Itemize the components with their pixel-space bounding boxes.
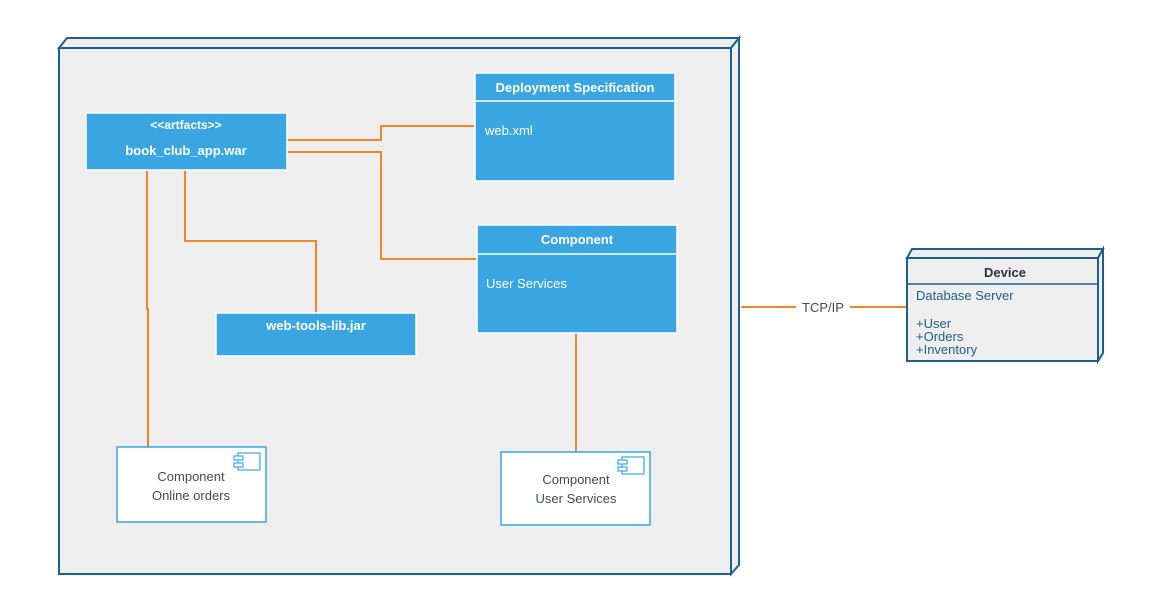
device-item: +User bbox=[916, 316, 952, 331]
component-box-body: User Services bbox=[486, 276, 567, 291]
component-box[interactable]: Component User Services bbox=[476, 224, 678, 334]
tcpip-label: TCP/IP bbox=[802, 300, 844, 315]
connector-artifact-to-library bbox=[184, 170, 317, 314]
artifact-name: book_club_app.war bbox=[125, 143, 246, 158]
device-item: +Inventory bbox=[916, 342, 978, 357]
connector-artifact-to-online-orders bbox=[146, 170, 149, 447]
component-icon bbox=[617, 456, 645, 475]
artifact-stereotype: <<artfacts>> bbox=[150, 118, 221, 132]
connectors bbox=[146, 125, 907, 452]
component-online-orders[interactable]: Component Online orders bbox=[116, 446, 267, 523]
deployment-spec-title: Deployment Specification bbox=[496, 80, 655, 95]
deployment-spec-box[interactable]: Deployment Specification web.xml bbox=[474, 72, 676, 182]
deployment-spec-body: web.xml bbox=[484, 123, 533, 138]
component-box-title: Component bbox=[541, 232, 614, 247]
library-box[interactable]: web-tools-lib.jar bbox=[215, 312, 417, 357]
device-subtitle: Database Server bbox=[916, 288, 1014, 303]
device-title: Device bbox=[984, 265, 1026, 280]
device-item: +Orders bbox=[916, 329, 964, 344]
connector-artifact-to-component bbox=[286, 151, 478, 260]
connector-artifact-to-spec bbox=[286, 125, 476, 141]
component-online-line2: Online orders bbox=[152, 488, 231, 503]
component-icon bbox=[233, 452, 261, 471]
artifact-box[interactable]: <<artfacts>> book_club_app.war bbox=[85, 112, 288, 171]
device-node[interactable]: Device Database Server +User +Orders +In… bbox=[905, 245, 1105, 365]
component-user-line2: User Services bbox=[536, 491, 617, 506]
library-name: web-tools-lib.jar bbox=[265, 318, 366, 333]
component-online-line1: Component bbox=[157, 469, 225, 484]
component-user-line1: Component bbox=[542, 472, 610, 487]
component-user-services[interactable]: Component User Services bbox=[500, 451, 651, 526]
